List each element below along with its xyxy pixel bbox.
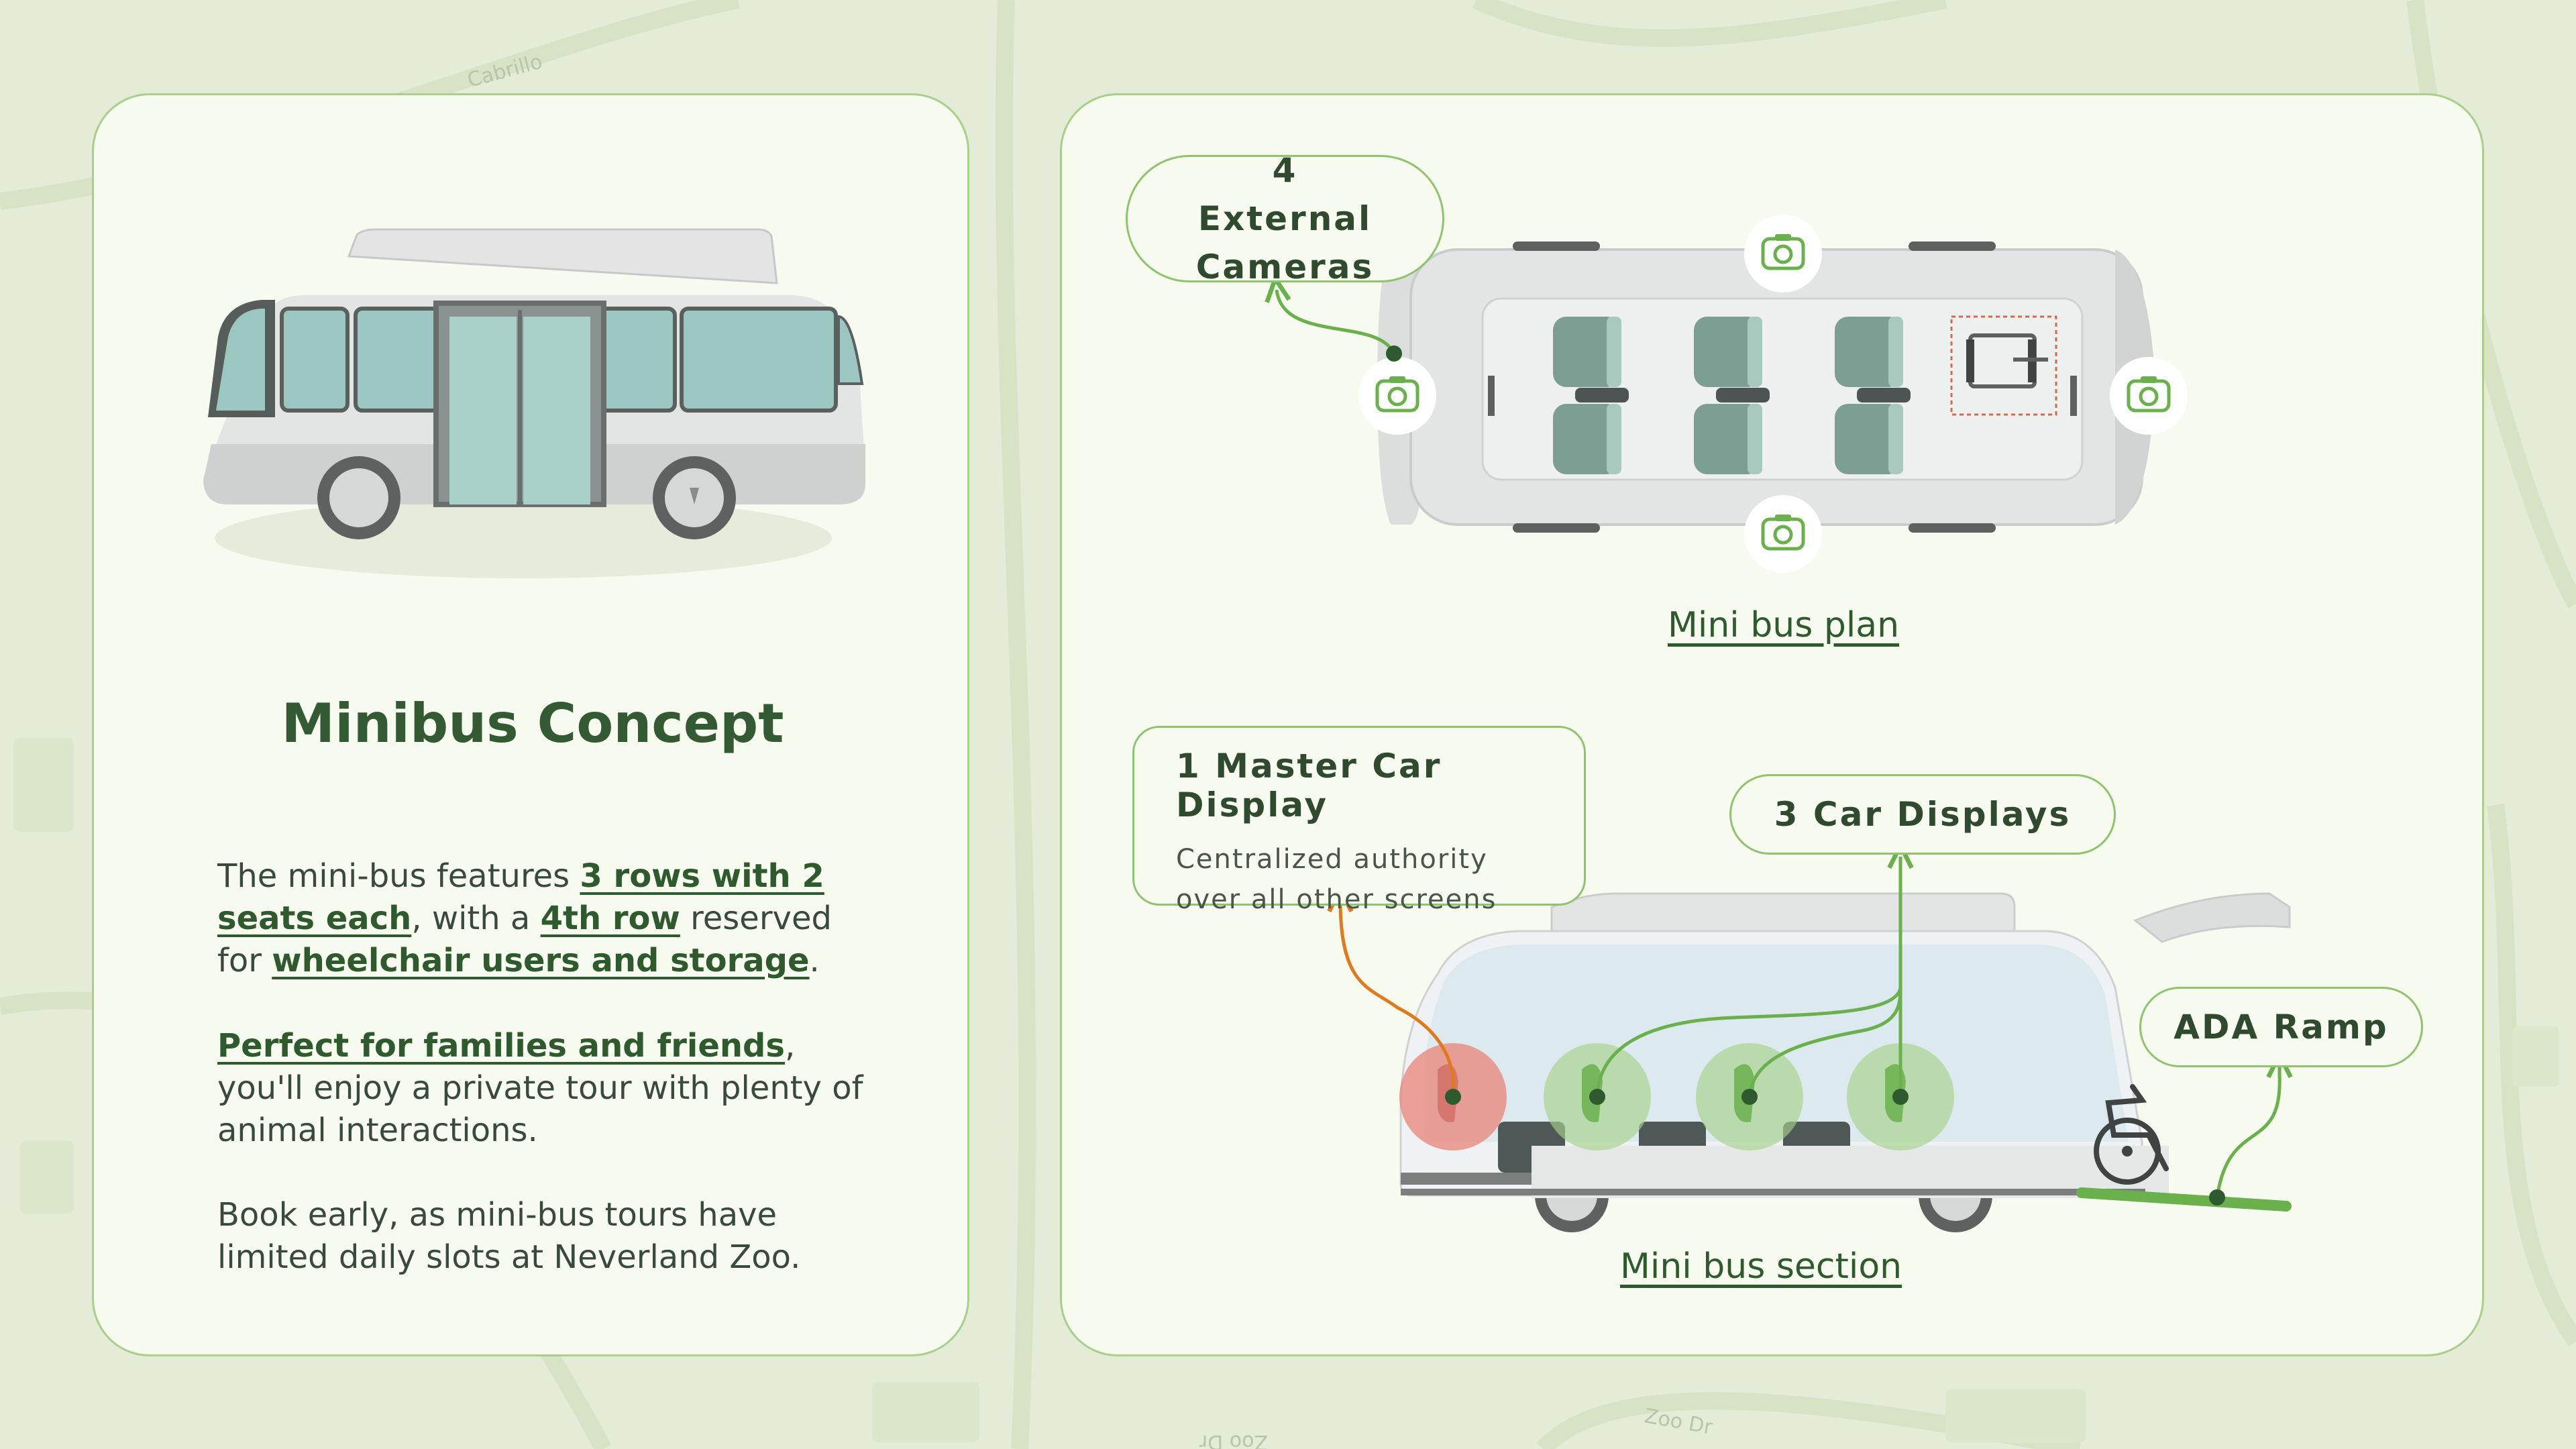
text-span: , with a [411, 900, 541, 937]
minibus-illustration [203, 228, 865, 578]
page-title: Minibus Concept [281, 692, 784, 755]
concept-card: Minibus Concept The mini-bus features 3 … [92, 93, 969, 1356]
cameras-label: 4 External Cameras [1195, 151, 1375, 286]
ramp-label: ADA Ramp [2174, 1008, 2389, 1046]
camera-icon[interactable] [1358, 357, 1436, 435]
map-street-label: Zoo Dr [1199, 1430, 1268, 1449]
master-display-callout: 1 Master Car Display Centralized authori… [1132, 726, 1586, 915]
master-display-subtitle: Centralized authority over all other scr… [1176, 844, 1497, 915]
car-displays-callout: 3 Car Displays [1729, 774, 2116, 855]
text-span: . [809, 942, 820, 979]
features-diagram [1062, 215, 2486, 1232]
camera-connector [1277, 290, 1396, 355]
car-display-connector [1748, 987, 1902, 1097]
text-span: Book early, as mini-bus tours have limit… [217, 1196, 801, 1276]
cameras-callout: 4 External Cameras [1126, 151, 1444, 286]
text-span: , you'll enjoy a private tour with plent… [217, 1027, 863, 1149]
camera-icon[interactable] [1744, 495, 1822, 573]
features-card: 4 External Cameras Mini bus plan 1 Maste… [1060, 93, 2484, 1356]
seat-row [1553, 317, 1629, 474]
master-display-title: 1 Master Car Display [1176, 747, 1442, 824]
ramp-connector [2215, 1066, 2279, 1198]
description-paragraph: Book early, as mini-bus tours have limit… [217, 1194, 881, 1279]
ada-ramp [2076, 1187, 2292, 1212]
text-span: The mini-bus features [217, 857, 580, 895]
wheelchair-icon [1950, 315, 2057, 416]
highlight-wheelchair: wheelchair users and storage [272, 942, 810, 979]
car-displays-label: 3 Car Displays [1774, 795, 2072, 834]
seat-row [1694, 317, 1770, 474]
highlight-seats: 3 rows with 2 seats each [217, 857, 824, 937]
bus-section-view [1399, 892, 2292, 1232]
description-paragraph: Perfect for families and friends, you'll… [217, 1025, 881, 1152]
camera-icon[interactable] [1744, 215, 1822, 292]
car-display-connector [1595, 987, 1902, 1097]
seat-row [1835, 317, 1911, 474]
plan-caption[interactable]: Mini bus plan [1668, 605, 1900, 645]
camera-icon[interactable] [2110, 357, 2188, 435]
text-span: reserved for [217, 900, 832, 979]
section-caption[interactable]: Mini bus section [1620, 1246, 1902, 1287]
highlight-families: Perfect for families and friends [217, 1027, 785, 1065]
master-display-connector [1340, 900, 1456, 1097]
description-paragraph: The mini-bus features 3 rows with 2 seat… [217, 855, 881, 982]
wheelchair-icon [2094, 1084, 2169, 1185]
ramp-callout: ADA Ramp [2139, 987, 2423, 1067]
highlight-4th-row: 4th row [540, 900, 680, 937]
